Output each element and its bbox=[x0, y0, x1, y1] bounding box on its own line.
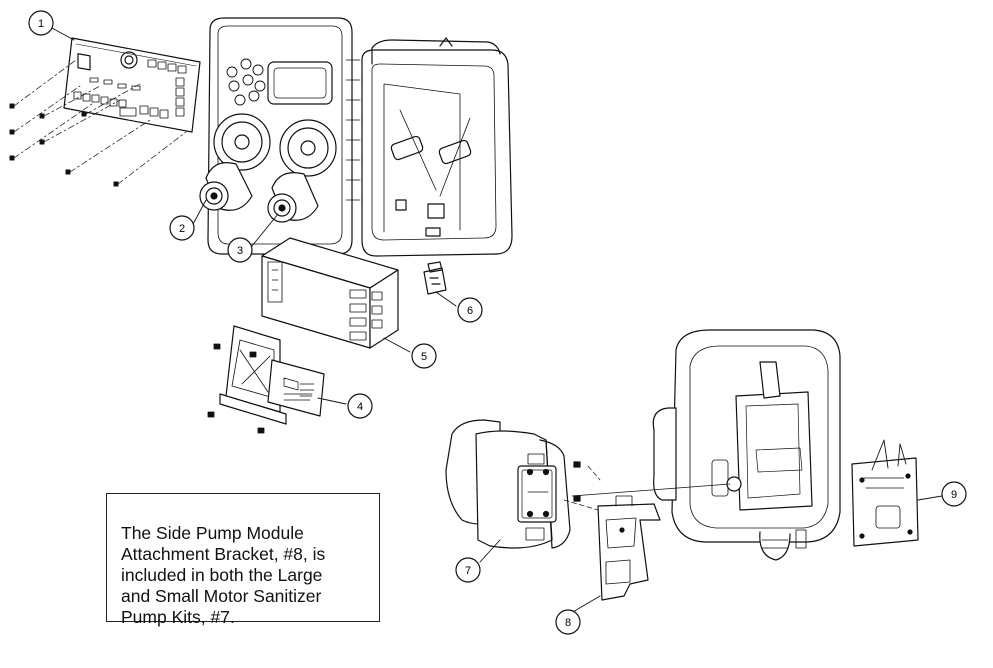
callout-label-1: 1 bbox=[38, 18, 44, 30]
callout-6: 6 bbox=[457, 297, 483, 323]
callout-1: 1 bbox=[28, 10, 54, 36]
callout-label-9: 9 bbox=[951, 489, 957, 501]
rear-housing-part bbox=[361, 37, 513, 257]
wall-plate-part bbox=[851, 439, 919, 547]
callout-label-2: 2 bbox=[179, 223, 185, 235]
kit-note-text: The Side Pump Module Attachment Bracket,… bbox=[121, 523, 326, 627]
callout-label-8: 8 bbox=[565, 617, 571, 629]
leader-lines bbox=[51, 27, 943, 617]
callout-8: 8 bbox=[555, 609, 581, 635]
main-unit-part bbox=[571, 329, 841, 561]
circuit-board-part bbox=[9, 37, 201, 187]
control-module-part bbox=[261, 237, 399, 349]
callout-3: 3 bbox=[227, 237, 253, 263]
callout-5: 5 bbox=[411, 343, 437, 369]
callout-label-4: 4 bbox=[357, 401, 363, 413]
connector-part bbox=[423, 261, 447, 295]
callout-7: 7 bbox=[455, 557, 481, 583]
kit-note-box: The Side Pump Module Attachment Bracket,… bbox=[106, 493, 380, 627]
callout-4: 4 bbox=[347, 393, 373, 419]
callout-label-5: 5 bbox=[421, 351, 427, 363]
callout-9: 9 bbox=[941, 481, 967, 507]
front-housing-part bbox=[199, 17, 361, 255]
callout-label-7: 7 bbox=[465, 565, 471, 577]
callout-label-3: 3 bbox=[237, 245, 243, 257]
side-pump-module-part bbox=[445, 419, 571, 549]
callout-label-6: 6 bbox=[467, 305, 473, 317]
callout-2: 2 bbox=[169, 215, 195, 241]
mounting-bracket-part bbox=[207, 325, 325, 434]
attachment-bracket-part bbox=[563, 461, 661, 601]
